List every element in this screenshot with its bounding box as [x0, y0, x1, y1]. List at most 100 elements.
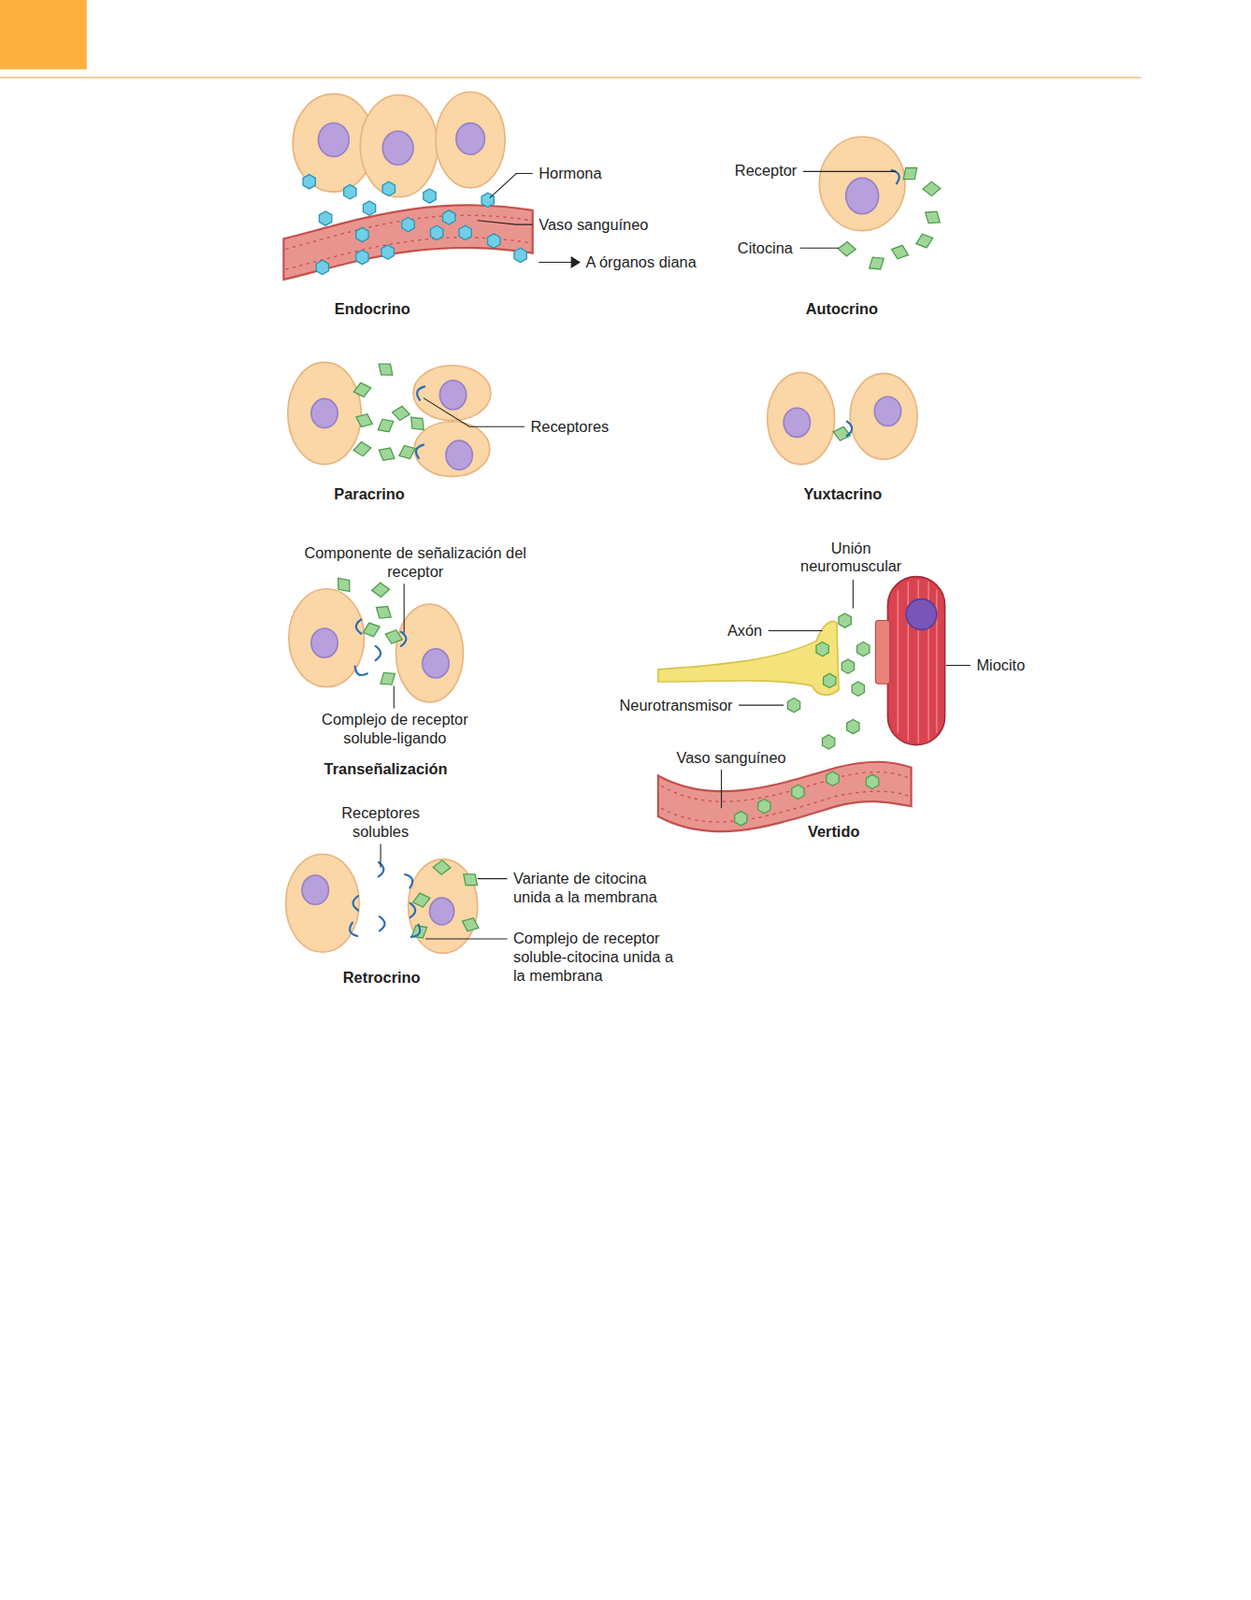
- label: Complejo de receptor soluble-ligando: [305, 710, 485, 748]
- receptor: [847, 421, 852, 436]
- cytokine: [891, 243, 909, 261]
- receptor: [347, 922, 358, 938]
- cytokine: [353, 440, 372, 458]
- nucleus: [439, 380, 466, 410]
- panel-title: Paracrino: [333, 484, 405, 504]
- molecule: [787, 697, 800, 712]
- label: Vaso sanguíneo: [538, 215, 648, 234]
- molecule: [865, 774, 878, 789]
- receptor: [401, 632, 406, 647]
- label: Variante de citocina unida a la membrana: [513, 869, 682, 906]
- molecule: [851, 681, 864, 696]
- cytokine: [903, 168, 918, 180]
- receptor: [356, 618, 361, 633]
- molecule: [822, 734, 835, 749]
- cytokine: [399, 445, 416, 460]
- corner-tab: [0, 0, 87, 70]
- cytokine: [922, 180, 941, 198]
- molecule: [344, 185, 357, 200]
- molecule: [791, 784, 805, 799]
- molecule: [838, 613, 851, 628]
- nucleus: [429, 897, 454, 925]
- cytokine: [378, 361, 393, 378]
- nucleus: [874, 396, 901, 426]
- cell: [767, 372, 835, 464]
- cytokine: [362, 621, 380, 637]
- receptor: [414, 443, 424, 459]
- molecule: [302, 174, 316, 189]
- cell: [286, 853, 360, 952]
- cytokine: [385, 628, 403, 647]
- molecule: [423, 188, 436, 203]
- molecule: [816, 641, 829, 656]
- cell: [435, 91, 505, 188]
- cytokine: [461, 916, 478, 934]
- molecule: [514, 247, 527, 262]
- receptor: [352, 666, 368, 678]
- molecule: [362, 201, 375, 216]
- cell: [287, 361, 362, 464]
- nucleus: [311, 398, 338, 428]
- neuromuscular-junction: [658, 576, 946, 746]
- molecule: [857, 641, 870, 656]
- nucleus: [422, 648, 449, 678]
- panel-title: Yuxtacrino: [804, 484, 883, 504]
- nucleus: [382, 130, 414, 165]
- nucleus: [456, 123, 486, 156]
- nucleus: [301, 875, 329, 905]
- cytokine: [338, 577, 350, 592]
- cells: [286, 91, 919, 953]
- label: Receptores solubles: [334, 804, 427, 841]
- cytokine: [463, 871, 478, 888]
- cytokine: [372, 581, 390, 599]
- cell: [414, 421, 490, 477]
- receptor: [411, 924, 423, 940]
- cytokine: [378, 445, 395, 463]
- molecule: [382, 181, 395, 196]
- molecule: [443, 210, 456, 225]
- receptor: [375, 646, 381, 661]
- cytokine: [356, 411, 373, 429]
- cytokine: [837, 240, 856, 259]
- cytokine: [916, 232, 934, 248]
- molecule: [459, 225, 472, 240]
- nucleus: [318, 123, 350, 158]
- label: Unión neuromuscular: [791, 538, 910, 576]
- panel-title: Autocrino: [805, 300, 878, 319]
- molecule: [734, 811, 748, 826]
- receptor: [891, 168, 902, 184]
- receptor: [410, 903, 416, 918]
- cytokine: [353, 381, 371, 398]
- cell: [395, 603, 463, 703]
- label: Axón: [727, 621, 763, 641]
- cell: [819, 136, 906, 231]
- cytokine: [392, 404, 411, 423]
- receptor: [379, 916, 385, 931]
- cell: [849, 373, 918, 460]
- label: Citocina: [737, 238, 793, 258]
- molecule: [318, 211, 331, 226]
- panel-title: Retrocrino: [343, 968, 421, 988]
- molecule: [823, 673, 836, 688]
- panel-title: Endocrino: [334, 300, 411, 319]
- label: Receptor: [734, 160, 797, 180]
- nucleus: [783, 407, 810, 437]
- label: Miocito: [976, 656, 1025, 676]
- blood-vessels: [283, 204, 911, 832]
- header-rule: [0, 76, 1141, 79]
- cytokine: [833, 424, 850, 443]
- cytokine: [375, 603, 391, 620]
- molecule: [402, 216, 415, 231]
- molecule: [826, 771, 839, 786]
- label: A órganos diana: [585, 253, 696, 273]
- molecule: [430, 225, 443, 240]
- receptor: [415, 385, 425, 401]
- label: Receptores: [531, 417, 610, 436]
- molecule: [381, 244, 394, 259]
- receptor: [404, 872, 415, 888]
- label: Vaso sanguíneo: [676, 748, 787, 768]
- nucleus: [846, 177, 879, 214]
- cytokine: [377, 418, 393, 432]
- panel-title: Vertido: [807, 822, 861, 842]
